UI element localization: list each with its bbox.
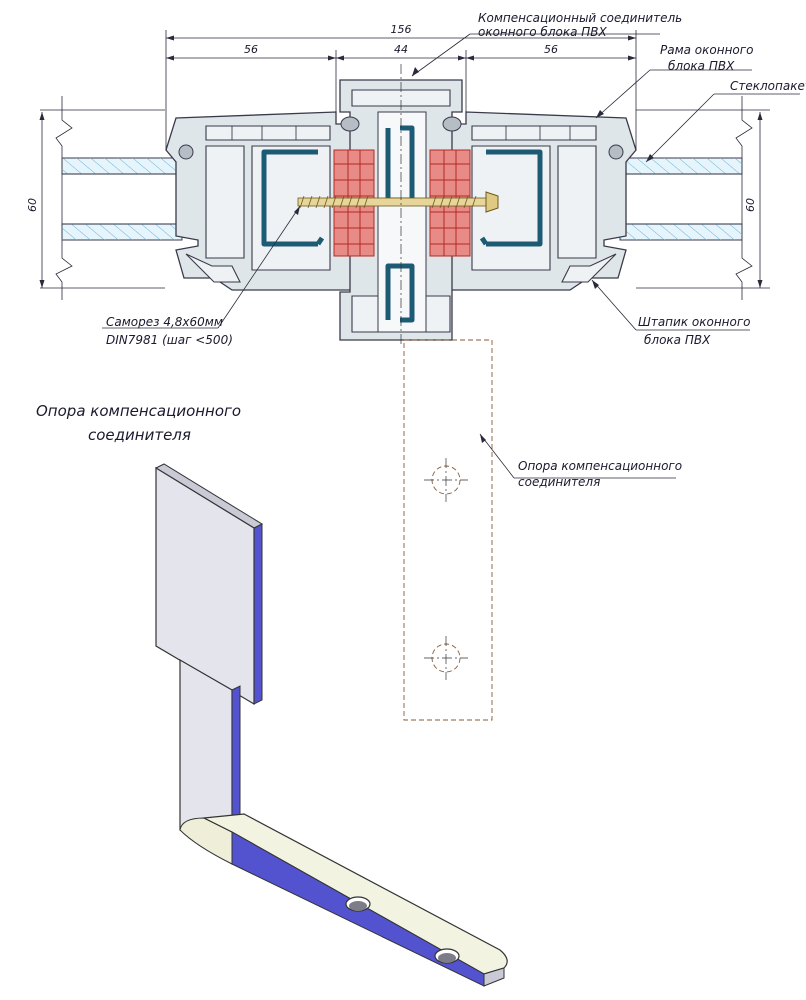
wall-outline-left xyxy=(40,96,165,300)
label-bead-line1: Штапик оконного xyxy=(638,315,751,329)
callout-glazing: Стеклопакет xyxy=(645,79,806,163)
dim-left-text: 56 xyxy=(244,43,258,56)
bolt-hole-upper xyxy=(424,458,468,502)
label-support-line2: соединителя xyxy=(518,475,600,489)
label-glazing: Стеклопакет xyxy=(730,79,806,93)
callout-connector: Компенсационный соединитель оконного бло… xyxy=(411,11,682,77)
dimension-height-left: 60 xyxy=(26,112,45,288)
callout-support: Опора компенсационного соединителя xyxy=(479,433,682,489)
dim-right-text: 56 xyxy=(544,43,558,56)
pvc-frame-left xyxy=(165,111,353,291)
dimension-height-right: 60 xyxy=(744,112,763,288)
dim-height-left-text: 60 xyxy=(26,198,39,212)
label-frame-line2: блока ПВХ xyxy=(668,59,735,73)
dimension-total: 156 xyxy=(165,23,637,150)
label-frame-line1: Рама оконного xyxy=(660,43,753,57)
label-bead-line2: блока ПВХ xyxy=(644,333,711,347)
dim-middle-text: 44 xyxy=(394,43,408,56)
callout-bead: Штапик оконного блока ПВХ xyxy=(591,279,751,347)
dim-height-right-text: 60 xyxy=(744,198,757,212)
support-title-line2: соединителя xyxy=(88,426,191,444)
callout-frame: Рама оконного блока ПВХ xyxy=(595,43,753,119)
support-title-line1: Опора компенсационного xyxy=(36,402,241,420)
label-connector-line1: Компенсационный соединитель xyxy=(478,11,682,25)
label-connector-line2: оконного блока ПВХ xyxy=(478,25,608,39)
bolt-hole-lower xyxy=(424,636,468,680)
support-plan-view xyxy=(403,339,493,721)
label-screw-line2: DIN7981 (шаг <500) xyxy=(106,333,233,347)
callout-screw: Саморез 4,8x60мм DIN7981 (шаг <500) xyxy=(102,205,301,347)
dim-total-text: 156 xyxy=(391,23,412,36)
wall-outline-right xyxy=(636,96,770,300)
steel-reinforcement-left xyxy=(261,149,325,247)
dimension-row: 56 44 56 xyxy=(166,43,636,112)
label-support-line1: Опора компенсационного xyxy=(518,459,682,473)
support-bracket-3d xyxy=(154,463,508,987)
label-screw-line1: Саморез 4,8x60мм xyxy=(106,315,223,329)
steel-reinforcement-right xyxy=(479,149,543,247)
screw xyxy=(297,191,499,213)
